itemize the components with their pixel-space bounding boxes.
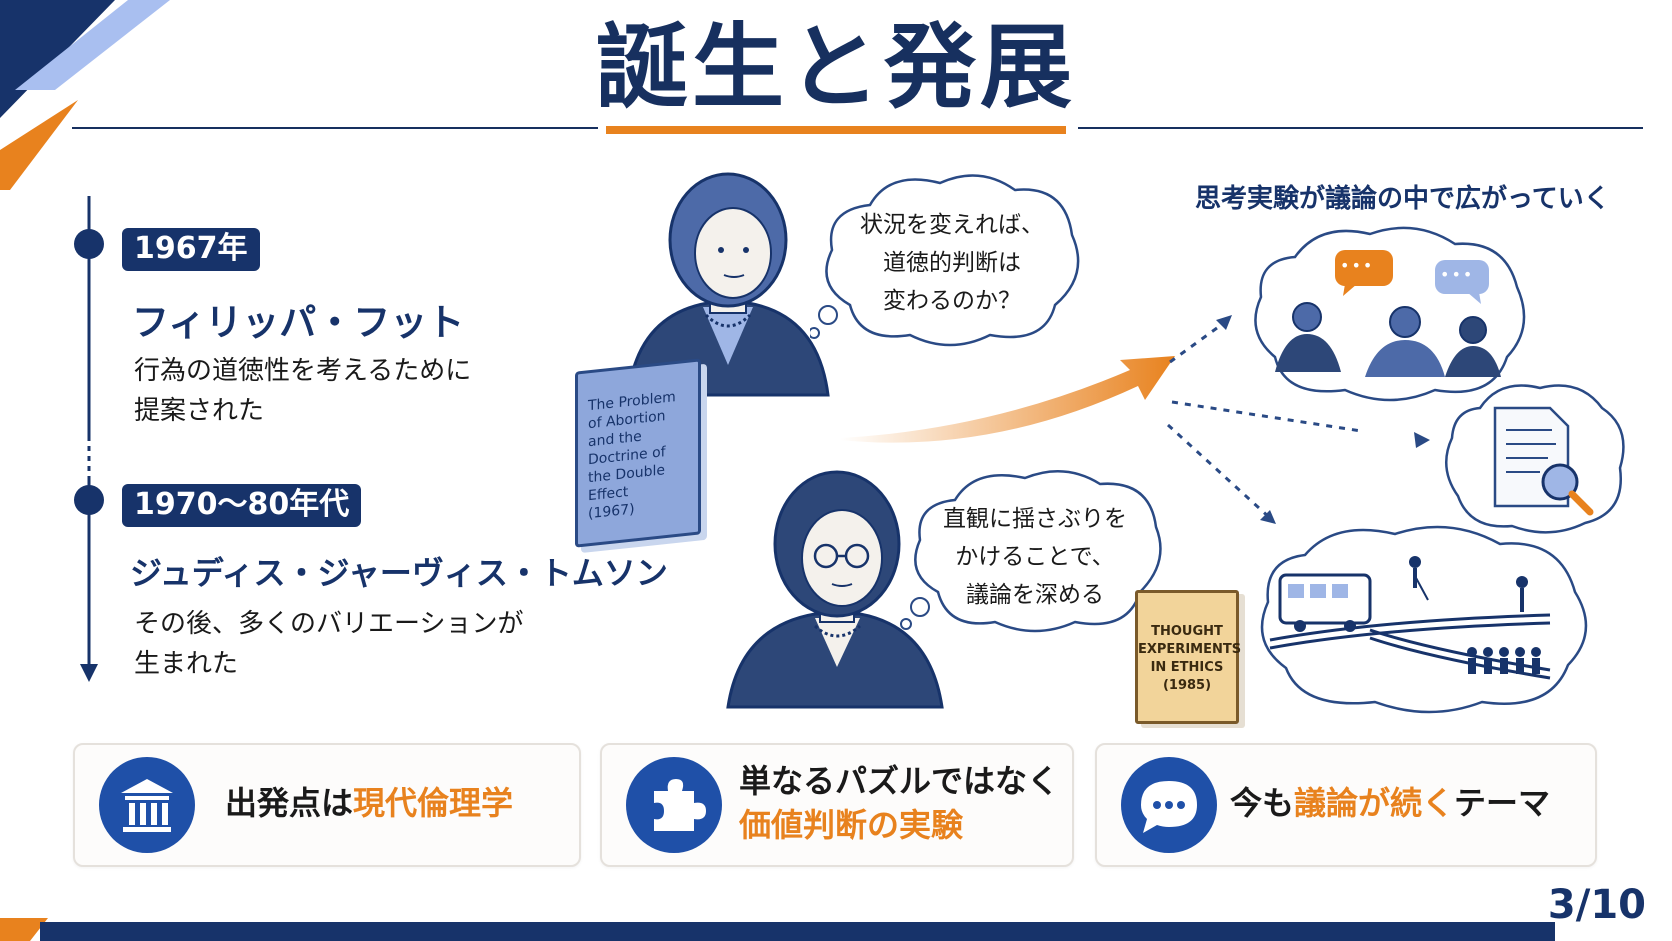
- card-text-highlight: 現代倫理学: [353, 784, 514, 822]
- card-starting-point: 出発点は現代倫理学: [73, 743, 581, 867]
- book-thomson-line: EXPERIMENTS: [1138, 642, 1242, 657]
- book-thomson-1985: THOUGHT EXPERIMENTS IN ETHICS (1985): [1135, 590, 1242, 724]
- page-title: 誕生と発展: [595, 14, 1076, 121]
- card-text-plain: テーマ: [1454, 784, 1551, 822]
- title-rule-right: [1078, 127, 1643, 129]
- timeline-axis: [74, 196, 104, 682]
- card-text-highlight: 議論が続く: [1294, 784, 1455, 822]
- bubble-foot-line: 道徳的判断は: [883, 250, 1021, 276]
- card-ongoing-debate: 今も議論が続くテーマ: [1095, 743, 1597, 867]
- card-ongoing-debate-text: 今も議論が続くテーマ: [1230, 781, 1550, 825]
- name-judith-jarvis-thomson: ジュディス・ジャーヴィス・トムソン: [130, 554, 668, 592]
- card-starting-point-text: 出発点は現代倫理学: [225, 781, 513, 825]
- year-badge-1967: 1967年: [122, 228, 260, 271]
- bubble-foot-text: 状況を変えれば、 道徳的判断は 変わるのか？: [842, 206, 1062, 320]
- chat-bubble-icon: [1121, 757, 1217, 853]
- discussion-cloud: [1254, 226, 1526, 402]
- puzzle-icon: [626, 757, 722, 853]
- bubble-thomson-line: かけることで、: [955, 544, 1115, 570]
- portrait-judith-jarvis-thomson: [726, 470, 944, 709]
- trolley-cloud: [1260, 525, 1588, 714]
- thought-bubble-thomson: [900, 470, 1162, 633]
- desc-foot-line1: 行為の道徳性を考えるために: [134, 356, 472, 386]
- desc-thomson-line2: 生まれた: [134, 649, 239, 679]
- book-thomson-line: IN ETHICS: [1150, 660, 1224, 675]
- card-value-experiment-line1: 単なるパズルではなく: [739, 762, 1060, 800]
- document-cloud: [1445, 384, 1625, 534]
- bubble-foot-line: 状況を変えれば、: [860, 212, 1044, 238]
- spread-caption: 思考実験が議論の中で広がっていく: [1195, 184, 1610, 214]
- spread-arrows: [840, 315, 1360, 524]
- bubble-thomson-line: 直観に揺さぶりを: [943, 506, 1127, 532]
- corner-decoration: [0, 0, 170, 190]
- thought-bubble-foot: [810, 174, 1080, 347]
- footer-orange-accent: [0, 918, 48, 941]
- desc-thomson-line1: その後、多くのバリエーションが: [134, 609, 524, 639]
- bubble-foot-line: 変わるのか？: [883, 288, 1021, 314]
- card-text-plain: 出発点は: [225, 784, 354, 822]
- year-badge-1970s: 1970〜80年代: [122, 484, 362, 527]
- page-number: 3/10: [1547, 882, 1646, 928]
- card-text-plain: 今も: [1230, 784, 1295, 822]
- speech-dots-orange: •••: [1340, 256, 1375, 275]
- speech-dots-blue: •••: [1440, 265, 1475, 284]
- title-underline: [606, 126, 1066, 134]
- portrait-philippa-foot: [626, 172, 830, 397]
- card-value-experiment: 単なるパズルではなく 価値判断の実験: [600, 743, 1074, 867]
- bubble-thomson-line: 議論を深める: [966, 582, 1104, 608]
- desc-foot-line2: 提案された: [134, 396, 265, 426]
- footer-bar: [40, 922, 1555, 941]
- book-thomson-line: (1985): [1162, 678, 1212, 693]
- bubble-thomson-text: 直観に揺さぶりを かけることで、 議論を深める: [930, 500, 1140, 614]
- institution-icon: [99, 757, 195, 853]
- title-rule-left: [72, 127, 598, 129]
- name-philippa-foot: フィリッパ・フット: [132, 301, 465, 344]
- dotted-arrowhead: [1414, 432, 1430, 448]
- book-thomson-line: THOUGHT: [1151, 624, 1223, 639]
- book-foot-1967: The Problem of Abortion and the Doctrine…: [575, 358, 701, 548]
- card-value-experiment-line2: 価値判断の実験: [739, 806, 964, 844]
